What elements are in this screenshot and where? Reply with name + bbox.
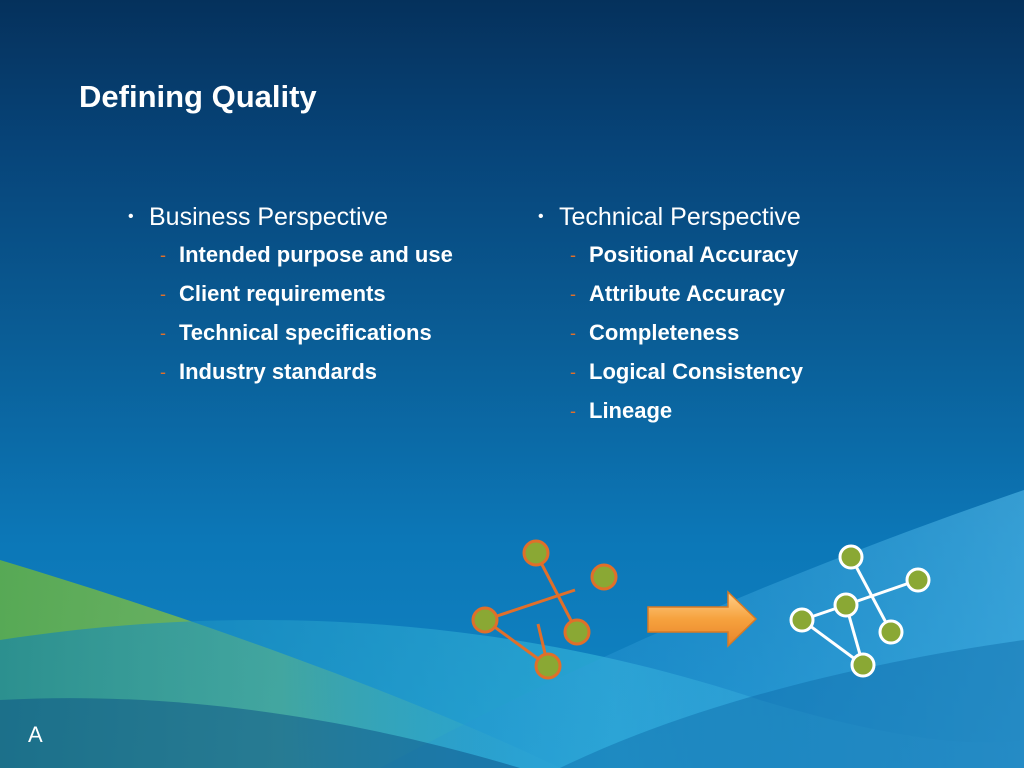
business-perspective-heading: • Business Perspective: [128, 200, 468, 234]
list-item-text: Completeness: [589, 320, 740, 345]
list-item: -Technical specifications: [128, 318, 468, 348]
list-item-text: Industry standards: [179, 359, 378, 384]
dash-icon: -: [570, 284, 576, 304]
business-perspective-label: Business Perspective: [149, 203, 389, 231]
bullet-icon: •: [538, 208, 544, 225]
dash-icon: -: [570, 323, 576, 343]
list-item: -Attribute Accuracy: [538, 279, 878, 309]
technical-perspective-heading: • Technical Perspective: [538, 200, 878, 234]
right-arrow-icon: [647, 590, 758, 648]
bullet-icon: •: [128, 208, 134, 225]
list-item-text: Lineage: [589, 398, 673, 423]
corner-label: A: [28, 722, 43, 747]
dash-icon: -: [570, 362, 576, 382]
connected-network-icon: [789, 544, 931, 678]
business-perspective-column: • Business Perspective -Intended purpose…: [128, 200, 468, 396]
list-item: -Intended purpose and use: [128, 240, 468, 270]
list-item: -Positional Accuracy: [538, 240, 878, 270]
list-item-text: Intended purpose and use: [179, 242, 453, 267]
disconnected-network-icon: [471, 539, 618, 680]
list-item: -Client requirements: [128, 279, 468, 309]
technical-perspective-label: Technical Perspective: [559, 203, 801, 231]
dash-icon: -: [160, 245, 166, 265]
technical-perspective-column: • Technical Perspective -Positional Accu…: [538, 200, 878, 435]
list-item: -Completeness: [538, 318, 878, 348]
list-item-text: Logical Consistency: [589, 359, 803, 384]
dash-icon: -: [160, 362, 166, 382]
list-item-text: Attribute Accuracy: [589, 281, 786, 306]
list-item-text: Client requirements: [179, 281, 386, 306]
list-item: -Industry standards: [128, 357, 468, 387]
dash-icon: -: [570, 401, 576, 421]
list-item-text: Positional Accuracy: [589, 242, 799, 267]
technical-perspective-list: -Positional Accuracy -Attribute Accuracy…: [538, 240, 878, 426]
list-item: -Lineage: [538, 396, 878, 426]
list-item: -Logical Consistency: [538, 357, 878, 387]
business-perspective-list: -Intended purpose and use -Client requir…: [128, 240, 468, 387]
slide-title: Defining Quality: [79, 79, 317, 114]
list-item-text: Technical specifications: [179, 320, 432, 345]
dash-icon: -: [570, 245, 576, 265]
dash-icon: -: [160, 284, 166, 304]
dash-icon: -: [160, 323, 166, 343]
